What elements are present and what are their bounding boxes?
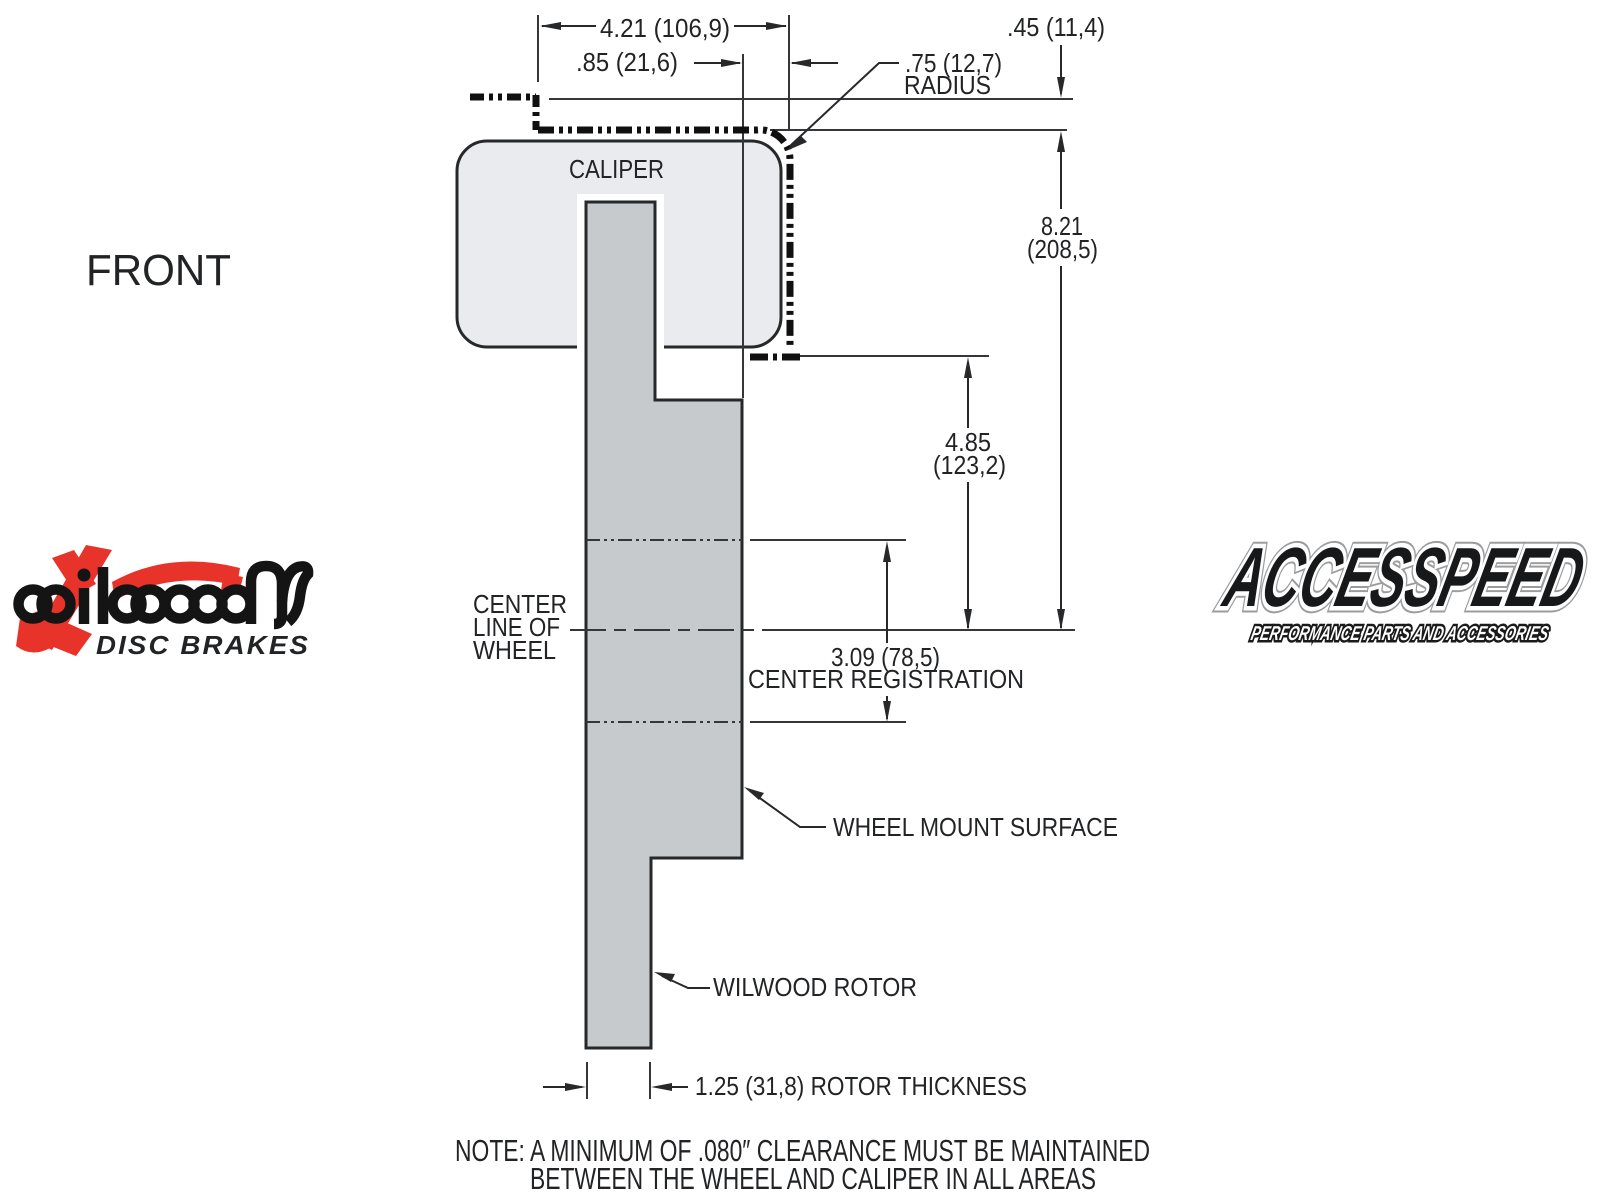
svg-text:CENTER REGISTRATION: CENTER REGISTRATION (748, 664, 1024, 694)
svg-text:WHEEL: WHEEL (473, 635, 556, 665)
svg-text:.75 (12,7): .75 (12,7) (905, 48, 1002, 78)
svg-text:(208,5): (208,5) (1027, 234, 1098, 264)
svg-text:BETWEEN THE WHEEL AND CALIPER: BETWEEN THE WHEEL AND CALIPER IN ALL ARE… (530, 1161, 1096, 1196)
svg-text:8.21: 8.21 (1041, 211, 1083, 241)
svg-text:CALIPER: CALIPER (569, 154, 664, 184)
svg-text:FRONT: FRONT (86, 246, 231, 295)
svg-text:(123,2): (123,2) (933, 450, 1006, 480)
svg-text:NOTE: A MINIMUM OF .080″ CLEAR: NOTE: A MINIMUM OF .080″ CLEARANCE MUST … (455, 1133, 1150, 1168)
svg-text:PERFORMANCE PARTS AND ACCESSOR: PERFORMANCE PARTS AND ACCESSORIES (1249, 623, 1551, 645)
svg-text:RADIUS: RADIUS (904, 70, 991, 100)
svg-text:ACCESSPEED: ACCESSPEED (1215, 531, 1594, 625)
svg-text:ACCESSPEED: ACCESSPEED (1215, 531, 1594, 625)
svg-text:.45 (11,4): .45 (11,4) (1007, 12, 1105, 42)
svg-text:4.21 (106,9): 4.21 (106,9) (600, 13, 730, 43)
svg-text:3.09 (78,5): 3.09 (78,5) (831, 642, 940, 672)
svg-text:WILWOOD ROTOR: WILWOOD ROTOR (713, 972, 917, 1002)
svg-text:WHEEL MOUNT SURFACE: WHEEL MOUNT SURFACE (833, 812, 1118, 842)
svg-text:1.25 (31,8) ROTOR THICKNESS: 1.25 (31,8) ROTOR THICKNESS (695, 1071, 1027, 1101)
svg-text:DISC BRAKES: DISC BRAKES (96, 630, 310, 660)
svg-text:CENTER: CENTER (473, 589, 567, 619)
svg-text:LINE OF: LINE OF (473, 612, 560, 642)
svg-text:.85 (21,6): .85 (21,6) (576, 47, 678, 77)
svg-text:4.85: 4.85 (945, 427, 991, 457)
